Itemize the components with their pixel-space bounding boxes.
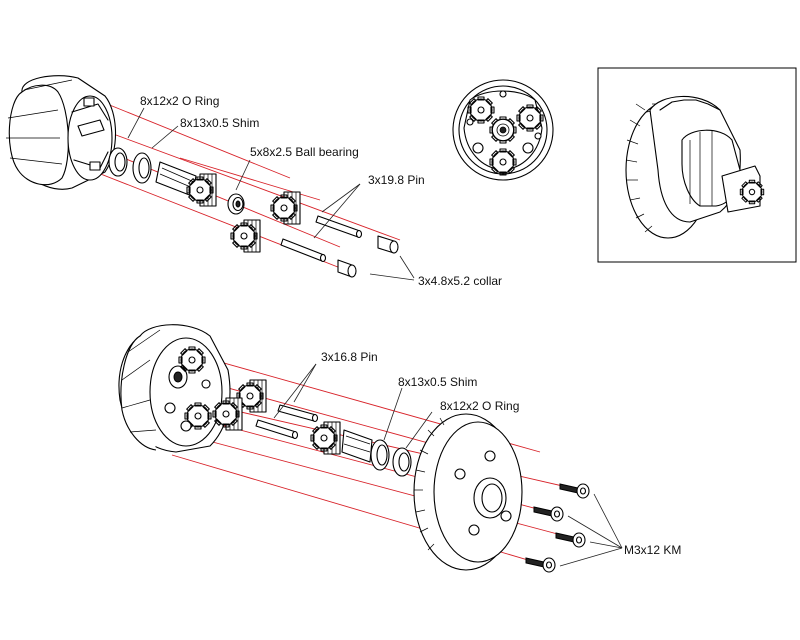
pin-lower <box>280 238 327 263</box>
diff-end-view <box>452 79 554 181</box>
label-shim-top: 8x13x0.5 Shim <box>180 116 259 130</box>
label-pin-bottom: 3x16.8 Pin <box>321 350 378 364</box>
label-o-ring-top: 8x12x2 O Ring <box>140 94 219 108</box>
o-ring-bottom <box>392 447 412 477</box>
screw-4 <box>525 557 556 573</box>
pin-bottom-upper <box>277 404 319 423</box>
diff-case-bottom-bearing <box>168 365 188 389</box>
pin-upper <box>315 215 363 239</box>
top-assembly: 8x12x2 O Ring 8x13x0.5 Shim 5x8x2.5 Ball… <box>6 75 502 288</box>
label-screw: M3x12 KM <box>624 543 681 557</box>
side-gear-shaft-top <box>155 161 216 206</box>
screw-1 <box>559 483 590 499</box>
pinion-gear-lower <box>231 220 260 252</box>
collar-upper <box>377 235 399 254</box>
shim-top <box>132 152 152 184</box>
o-ring-top <box>108 147 128 177</box>
screw-3 <box>555 532 586 548</box>
ball-bearing-top <box>227 193 245 215</box>
diff-case-top <box>6 75 117 190</box>
label-o-ring-bottom: 8x12x2 O Ring <box>440 399 519 413</box>
diff-case-bottom <box>118 324 231 453</box>
pinion-gear-upper <box>271 192 300 224</box>
label-shim-bottom: 8x13x0.5 Shim <box>398 375 477 389</box>
collar-lower <box>337 259 357 278</box>
shim-bottom <box>370 439 390 471</box>
screw-2 <box>533 506 564 522</box>
ring-gear-bottom <box>413 413 523 571</box>
assembled-view-panel <box>597 67 797 263</box>
label-collar-top: 3x4.8x5.2 collar <box>418 274 502 288</box>
bottom-leader-lines <box>273 363 623 567</box>
bottom-assembly: 3x16.8 Pin 8x13x0.5 Shim 8x12x2 O Ring M… <box>118 324 681 573</box>
label-pin-top: 3x19.8 Pin <box>368 173 425 187</box>
side-gear-shaft-bottom <box>311 422 373 463</box>
top-leader-lines <box>127 107 415 281</box>
label-ball-bearing-top: 5x8x2.5 Ball bearing <box>250 145 359 159</box>
assembled-ring-gear <box>625 95 765 239</box>
pin-bottom-lower <box>255 419 299 440</box>
